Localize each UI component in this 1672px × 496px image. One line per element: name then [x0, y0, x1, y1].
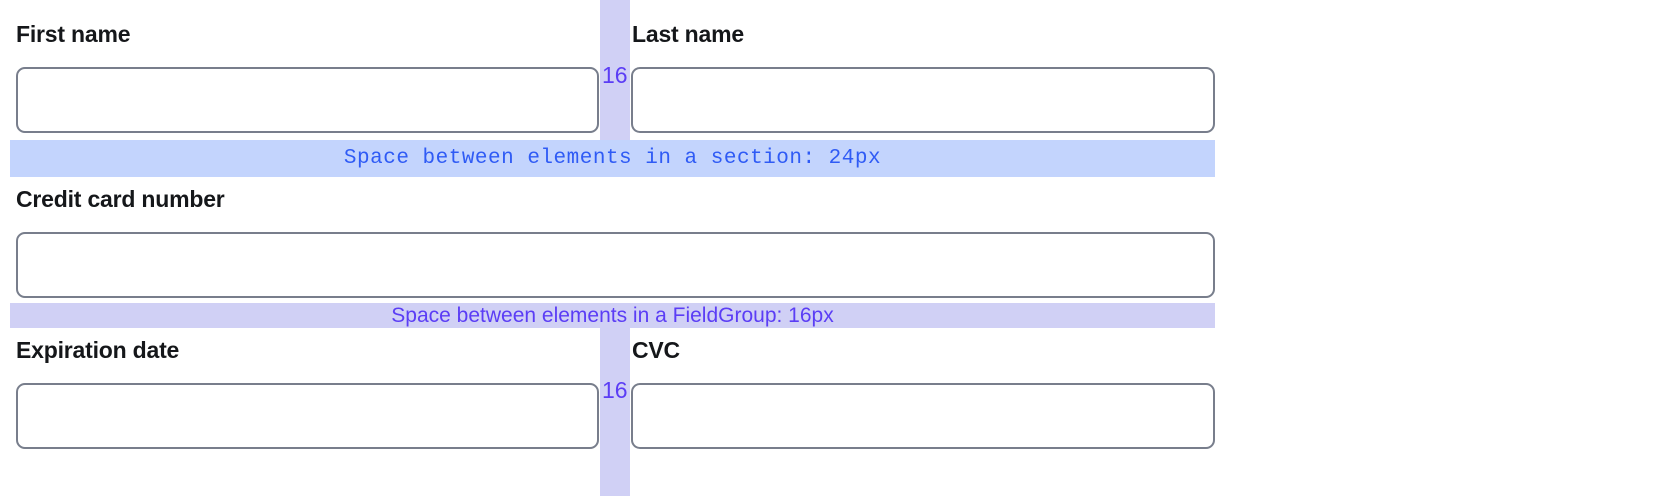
column-gap-strip-bottom: [600, 328, 630, 496]
credit-card-number-label: Credit card number: [16, 186, 225, 212]
column-gap-label-bottom: 16: [602, 377, 628, 403]
fieldgroup-spacing-band: Space between elements in a FieldGroup: …: [10, 303, 1215, 328]
cvc-input[interactable]: [631, 383, 1215, 449]
column-gap-label-top: 16: [602, 62, 628, 88]
fieldgroup-spacing-text: Space between elements in a FieldGroup: …: [391, 303, 834, 327]
first-name-input[interactable]: [16, 67, 599, 133]
expiration-date-input[interactable]: [16, 383, 599, 449]
expiration-date-label: Expiration date: [16, 337, 180, 363]
last-name-input[interactable]: [631, 67, 1215, 133]
column-gap-strip-top: [600, 0, 630, 140]
cvc-label: CVC: [632, 337, 680, 363]
section-spacing-text: Space between elements in a section: 24p…: [343, 147, 882, 170]
credit-card-number-input[interactable]: [16, 232, 1215, 298]
last-name-label: Last name: [632, 21, 744, 47]
section-spacing-band: Space between elements in a section: 24p…: [10, 140, 1215, 177]
first-name-label: First name: [16, 21, 131, 47]
